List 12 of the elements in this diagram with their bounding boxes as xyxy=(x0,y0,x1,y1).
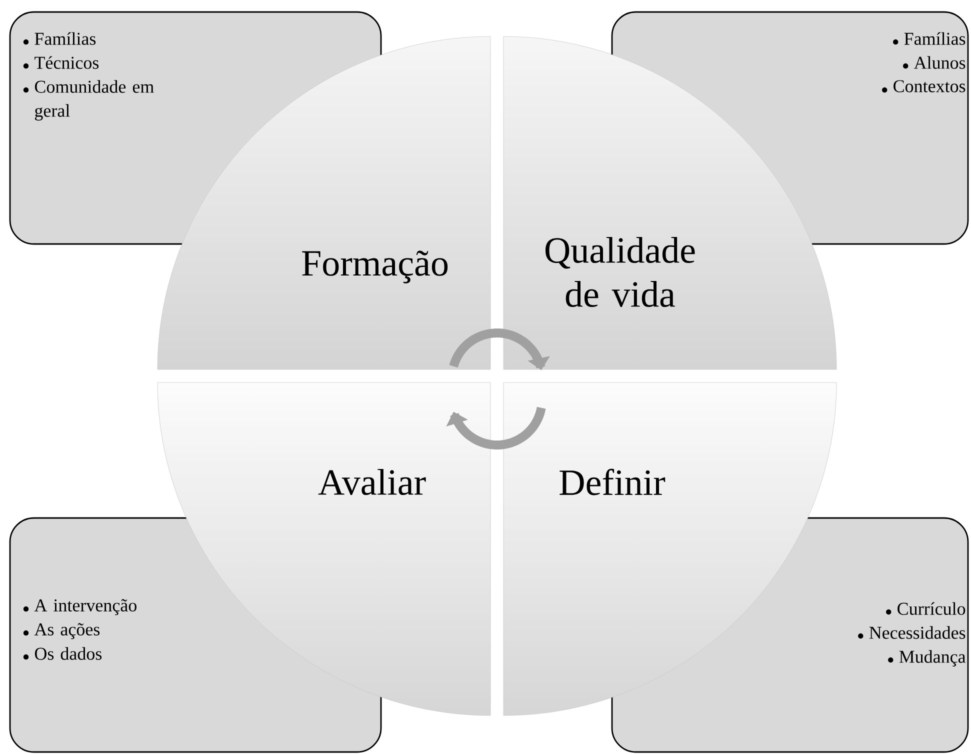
bullet-item: A intervenção xyxy=(23,599,136,616)
bullet-item: Famílias xyxy=(23,32,96,45)
bullet-item: Contextos xyxy=(882,80,966,93)
bullet-item: Os dados xyxy=(23,647,102,660)
bullet-item: Alunos xyxy=(903,56,966,69)
bullet-item: Currículo xyxy=(886,602,966,615)
bullet-item: Técnicos xyxy=(23,56,99,69)
bullet-item: Comunidade em geral xyxy=(23,80,154,121)
bullet-item: Necessidades xyxy=(858,626,966,639)
bullet-item: Famílias xyxy=(893,32,966,45)
bullet-item: Mudança xyxy=(888,650,966,666)
bullet-item: As ações xyxy=(23,623,100,640)
